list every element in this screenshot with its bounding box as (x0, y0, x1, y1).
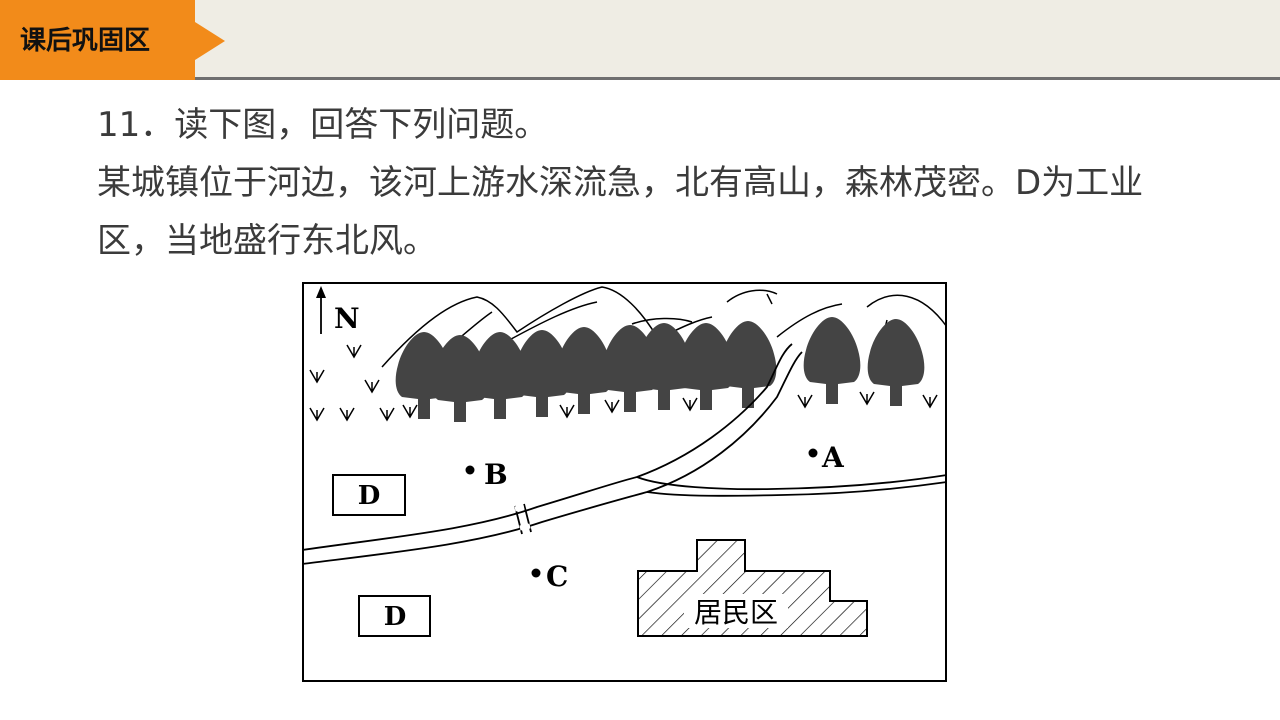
north-label: N (334, 302, 360, 335)
industrial-area-1 (332, 474, 406, 516)
point-a-label: A (821, 441, 845, 474)
map-svg: N B A C D D 居民区 (302, 282, 947, 682)
point-c-label: C (546, 560, 568, 593)
point-b-label: B (484, 458, 508, 491)
question-body: 某城镇位于河边，该河上游水深流急，北有高山，森林茂密。D为工业区，当地盛行东北风… (97, 163, 1144, 261)
section-tab (0, 0, 195, 80)
map-figure: N B A C D D 居民区 (302, 282, 947, 682)
residential-label-bg (684, 594, 788, 628)
north-arrow-icon (316, 286, 326, 334)
point-c-dot (531, 568, 541, 578)
industrial-label-2: D (384, 602, 407, 632)
point-b-dot (465, 465, 475, 475)
point-a-dot (808, 448, 818, 458)
residential-label: 居民区 (694, 596, 778, 629)
section-tab-arrow-icon (195, 22, 225, 60)
mountain-icon (381, 286, 947, 368)
river (302, 343, 947, 565)
question-title: 11．读下图，回答下列问题。 (97, 105, 549, 145)
bridge-icon (514, 503, 532, 535)
question-block: 11．读下图，回答下列问题。 某城镇位于河边，该河上游水深流急，北有高山，森林茂… (97, 96, 1207, 270)
section-title: 课后巩固区 (20, 26, 151, 56)
industrial-label-1: D (358, 481, 381, 511)
industrial-area-2 (358, 595, 431, 637)
